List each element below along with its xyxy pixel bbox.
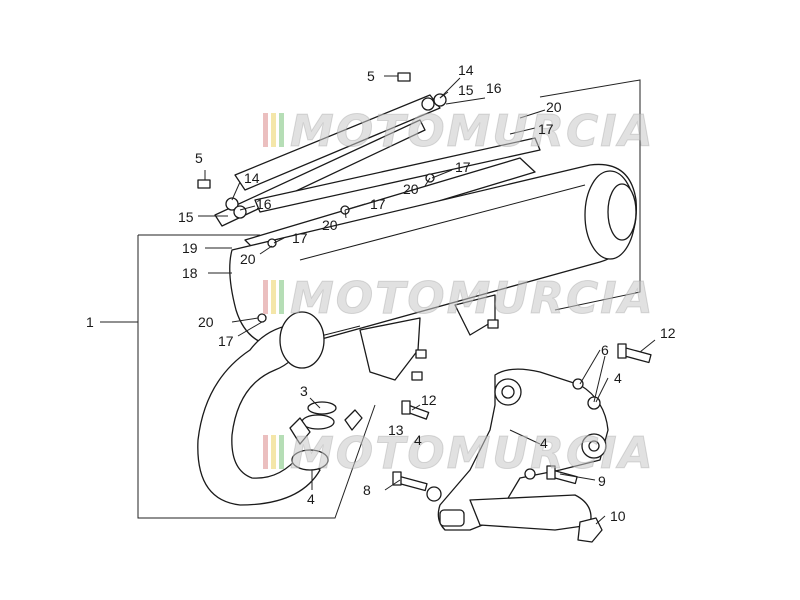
heat-shield	[214, 94, 541, 256]
exhaust-pipe	[197, 311, 329, 506]
callout-17-c: 17	[370, 196, 386, 212]
callout-17-d: 17	[292, 230, 308, 246]
callout-3: 3	[300, 383, 308, 399]
callout-17-a: 17	[538, 121, 554, 137]
callout-12-mid: 12	[421, 392, 437, 408]
watermark-stripe	[271, 113, 276, 147]
watermark-stripe	[279, 435, 284, 469]
callout-4-right: 4	[614, 370, 622, 386]
watermark-bottom: MOTOMURCIA	[263, 428, 655, 480]
watermark-stripe	[263, 435, 268, 469]
callout-10: 10	[610, 508, 626, 524]
callout-16-top: 16	[486, 80, 502, 96]
watermark-stripe	[263, 280, 268, 314]
gasket-set	[289, 401, 363, 445]
watermark-stripe	[271, 280, 276, 314]
watermark-top: MOTOMURCIA	[263, 106, 655, 158]
callout-9: 9	[598, 473, 606, 489]
watermark-text-bottom: MOTOMURCIA	[290, 428, 655, 479]
callout-20-b: 20	[403, 181, 419, 197]
callout-20-e: 20	[198, 314, 214, 330]
callout-14-left: 14	[244, 170, 260, 186]
callout-5-top: 5	[367, 68, 375, 84]
watermark-stripe	[271, 435, 276, 469]
callout-15-left: 15	[178, 209, 194, 225]
callout-5-left: 5	[195, 150, 203, 166]
watermark-text-middle: MOTOMURCIA	[290, 273, 655, 324]
callout-18: 18	[182, 265, 198, 281]
callout-labels: 1 3 4 4 4 4 5 5 6 8 9 10 12 12 13 14 14 …	[86, 62, 676, 524]
callout-4-mid: 4	[414, 432, 422, 448]
watermark-stripe	[279, 280, 284, 314]
callout-19: 19	[182, 240, 198, 256]
callout-14-top: 14	[458, 62, 474, 78]
callout-20-d: 20	[240, 251, 256, 267]
callout-15-top: 15	[458, 82, 474, 98]
callout-1: 1	[86, 314, 94, 330]
support-arm	[437, 368, 609, 543]
callout-8: 8	[363, 482, 371, 498]
callout-20-a: 20	[546, 99, 562, 115]
callout-17-e: 17	[218, 333, 234, 349]
callout-12-right: 12	[660, 325, 676, 341]
watermark-text-top: MOTOMURCIA	[290, 106, 655, 157]
assembly-bracket-1	[100, 79, 641, 519]
callout-6: 6	[601, 342, 609, 358]
callout-13: 13	[388, 422, 404, 438]
watermark-middle: MOTOMURCIA	[263, 273, 655, 325]
watermark-stripe	[279, 113, 284, 147]
callout-4-arm: 4	[540, 435, 548, 451]
leader-lines	[198, 75, 656, 525]
muffler	[229, 163, 638, 381]
callout-17-b: 17	[455, 159, 471, 175]
watermark: MOTOMURCIA MOTOMURCIA MOTOMURCIA	[263, 106, 655, 480]
callout-20-c: 20	[322, 217, 338, 233]
callout-16-left: 16	[256, 196, 272, 212]
watermark-stripe	[263, 113, 268, 147]
callout-4-left: 4	[307, 491, 315, 507]
